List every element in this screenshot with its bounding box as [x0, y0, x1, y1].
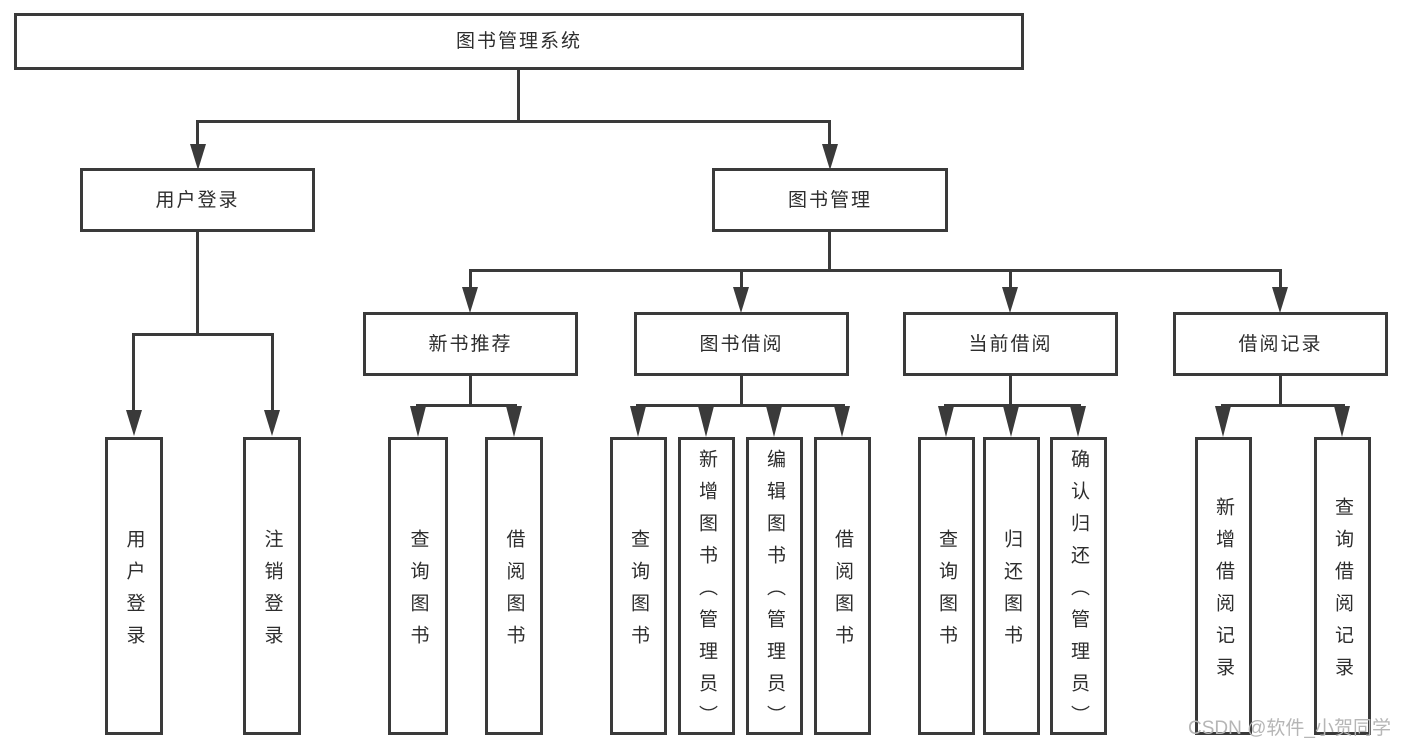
arrowhead-to-borrow-records	[1272, 287, 1288, 313]
connector-records-horizontal	[1221, 404, 1345, 407]
node-root-system: 图书管理系统	[14, 13, 1024, 70]
csdn-watermark: CSDN @软件_小贺同学	[1188, 718, 1391, 739]
connector-root-left-stub	[196, 120, 199, 148]
leaf-query-books-borrowing: 查询图书	[610, 437, 667, 735]
arrowhead-to-edit-books-admin	[766, 406, 782, 437]
connector-userlogin-left-stub	[132, 333, 135, 413]
leaf-edit-books-admin: 编辑图书（管理员）	[746, 437, 803, 737]
leaf-return-books: 归还图书	[983, 437, 1040, 735]
connector-records-trunk	[1279, 376, 1282, 407]
connector-bookmgmt-horizontal	[469, 269, 1282, 272]
connector-userlogin-right-stub	[271, 333, 274, 413]
arrowhead-to-leaf-user-login	[126, 410, 142, 436]
node-book-management: 图书管理	[712, 168, 948, 232]
connector-bookmgmt-trunk	[828, 232, 831, 272]
connector-current-horizontal	[944, 404, 1081, 407]
connector-root-trunk	[517, 70, 520, 120]
leaf-add-books-admin-label: 新增图书（管理员）	[696, 448, 717, 737]
connector-userlogin-trunk	[196, 232, 199, 336]
leaf-logout-label: 注销登录	[261, 528, 283, 657]
leaf-user-login: 用户登录	[105, 437, 163, 735]
leaf-add-books-admin: 新增图书（管理员）	[678, 437, 735, 737]
leaf-borrow-books-recommend: 借阅图书	[485, 437, 543, 735]
node-book-borrowing: 图书借阅	[634, 312, 849, 376]
leaf-borrow-books-label: 借阅图书	[832, 528, 853, 657]
arrowhead-to-return-books	[1003, 406, 1019, 437]
connector-root-horizontal	[196, 120, 831, 123]
arrowhead-to-current-borrowing	[1002, 287, 1018, 313]
arrowhead-to-book-management	[822, 144, 838, 170]
node-new-book-recommend: 新书推荐	[363, 312, 578, 376]
arrowhead-to-book-borrowing	[733, 287, 749, 313]
node-user-login: 用户登录	[80, 168, 315, 232]
node-book-management-label: 图书管理	[787, 189, 872, 211]
leaf-confirm-return-admin-label: 确认归还（管理员）	[1068, 448, 1089, 737]
connector-root-right-stub	[828, 120, 831, 148]
connector-borrowing-trunk	[740, 376, 743, 407]
connector-recommend-horizontal	[416, 404, 517, 407]
leaf-query-books-current-label: 查询图书	[936, 528, 957, 657]
node-borrow-records: 借阅记录	[1173, 312, 1388, 376]
leaf-add-borrow-record-label: 新增借阅记录	[1213, 496, 1234, 689]
arrowhead-to-leaf-logout	[264, 410, 280, 436]
arrowhead-to-borrow-books-recommend	[506, 406, 522, 437]
arrowhead-to-query-books-current	[938, 406, 954, 437]
leaf-query-books-borrowing-label: 查询图书	[628, 528, 649, 657]
connector-bookmgmt-stub-3	[1009, 269, 1012, 289]
leaf-borrow-books: 借阅图书	[814, 437, 871, 735]
connector-userlogin-horizontal	[132, 333, 274, 336]
arrowhead-to-borrow-books	[834, 406, 850, 437]
leaf-query-borrow-record-label: 查询借阅记录	[1332, 496, 1353, 689]
arrowhead-to-query-borrow-record	[1334, 406, 1350, 437]
node-book-borrowing-label: 图书借阅	[699, 333, 784, 355]
node-user-login-label: 用户登录	[155, 189, 240, 211]
leaf-query-books-current: 查询图书	[918, 437, 975, 735]
connector-bookmgmt-stub-2	[740, 269, 743, 289]
node-current-borrowing-label: 当前借阅	[968, 333, 1053, 355]
node-root-label: 图书管理系统	[455, 31, 582, 52]
leaf-query-books-recommend: 查询图书	[388, 437, 448, 735]
node-new-book-recommend-label: 新书推荐	[428, 333, 513, 355]
leaf-add-borrow-record: 新增借阅记录	[1195, 437, 1252, 735]
node-current-borrowing: 当前借阅	[903, 312, 1118, 376]
arrowhead-to-user-login	[190, 144, 206, 170]
leaf-user-login-label: 用户登录	[123, 528, 145, 657]
leaf-query-borrow-record: 查询借阅记录	[1314, 437, 1371, 735]
arrowhead-to-new-book-recommend	[462, 287, 478, 313]
node-borrow-records-label: 借阅记录	[1238, 333, 1323, 355]
connector-recommend-trunk	[469, 376, 472, 407]
leaf-edit-books-admin-label: 编辑图书（管理员）	[764, 448, 785, 737]
arrowhead-to-query-books-borrowing	[630, 406, 646, 437]
connector-bookmgmt-stub-4	[1279, 269, 1282, 289]
leaf-borrow-books-recommend-label: 借阅图书	[503, 528, 525, 657]
connector-bookmgmt-stub-1	[469, 269, 472, 289]
leaf-return-books-label: 归还图书	[1001, 528, 1022, 657]
connector-current-trunk	[1009, 376, 1012, 407]
leaf-query-books-recommend-label: 查询图书	[407, 528, 429, 657]
connector-borrowing-horizontal	[636, 404, 845, 407]
arrowhead-to-add-borrow-record	[1215, 406, 1231, 437]
arrowhead-to-add-books-admin	[698, 406, 714, 437]
arrowhead-to-query-books-recommend	[410, 406, 426, 437]
arrowhead-to-confirm-return-admin	[1070, 406, 1086, 437]
leaf-logout: 注销登录	[243, 437, 301, 735]
leaf-confirm-return-admin: 确认归还（管理员）	[1050, 437, 1107, 737]
